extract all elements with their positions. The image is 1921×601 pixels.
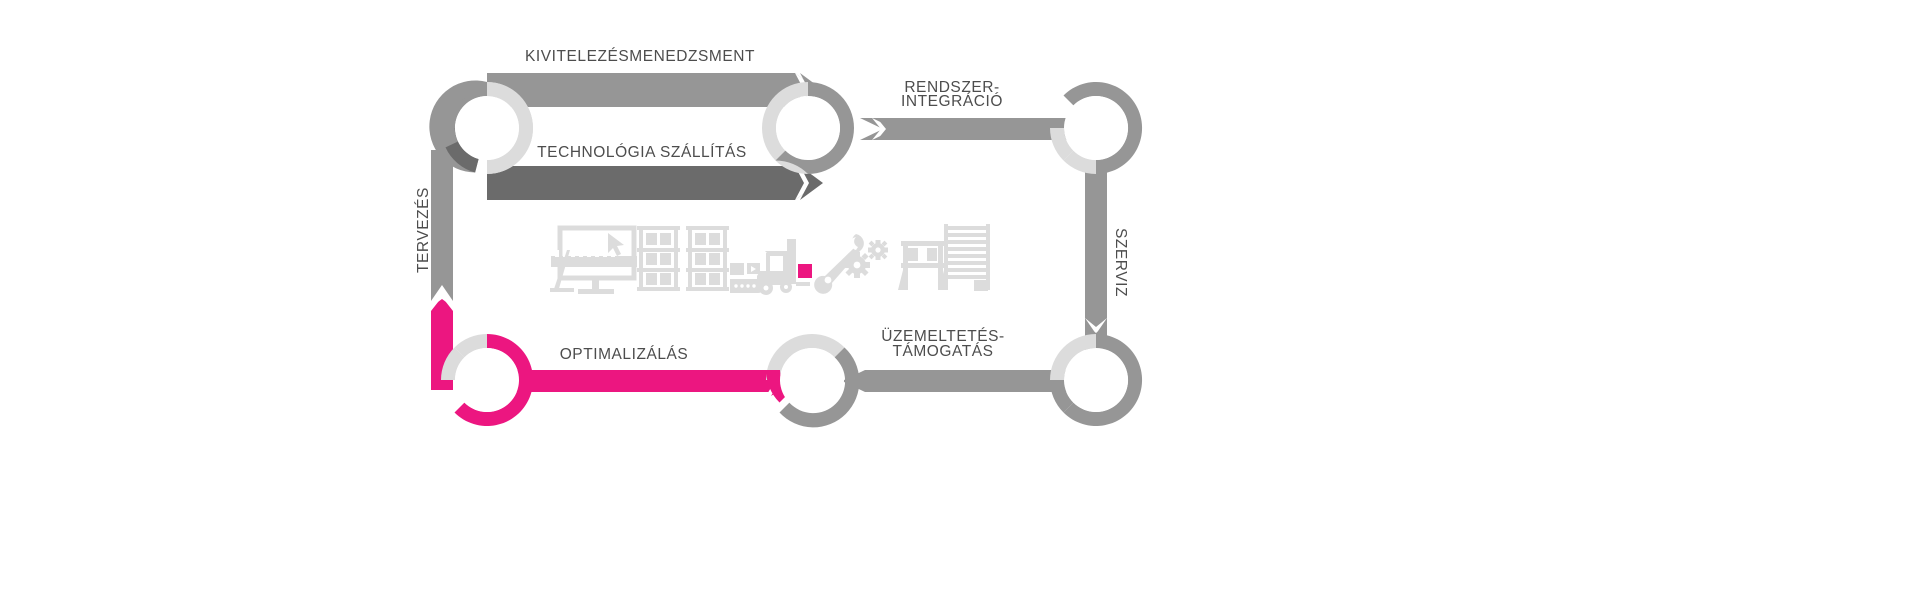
pallet-rack-icon [898, 241, 948, 290]
label-planning: TERVEZÉS [415, 187, 432, 273]
technology-delivery-arrow [487, 166, 823, 200]
label-optimization: OPTIMALIZÁLÁS [559, 346, 689, 363]
label-system-integration-line2: INTEGRÁCIÓ [901, 93, 1003, 110]
label-system-integration-line1: RENDSZER- [904, 79, 1000, 96]
execution-node [762, 82, 854, 174]
storage-rack-icon [637, 226, 680, 291]
operations-support-arrow [842, 370, 1085, 392]
system-integration-arrow [860, 118, 1085, 140]
system-integration-node [1050, 82, 1143, 175]
label-operations-support-line2: TÁMOGATÁS [892, 343, 994, 360]
warehouse-building-icon [944, 224, 990, 291]
planning-node [429, 80, 533, 174]
label-service: SZERVIZ [1112, 228, 1129, 298]
operations-support-node [766, 334, 860, 428]
wrench-gears-icon [814, 234, 888, 294]
pink-accent-box [798, 264, 812, 278]
cad-design-monitor-icon [550, 225, 637, 294]
optimization-node [441, 333, 534, 426]
label-execution-management: KIVITELEZÉSMENEDZSMENT [525, 48, 755, 65]
center-icon-strip [550, 224, 990, 295]
label-technology-delivery: TECHNOLÓGIA SZÁLLÍTÁS [537, 144, 747, 161]
forklift-icon [757, 239, 812, 295]
service-node [1050, 333, 1143, 426]
label-operations-support-line1: ÜZEMELTETÉS- [881, 328, 1005, 345]
rack-conveyor-icon [686, 226, 765, 293]
optimization-arrow [487, 366, 798, 396]
